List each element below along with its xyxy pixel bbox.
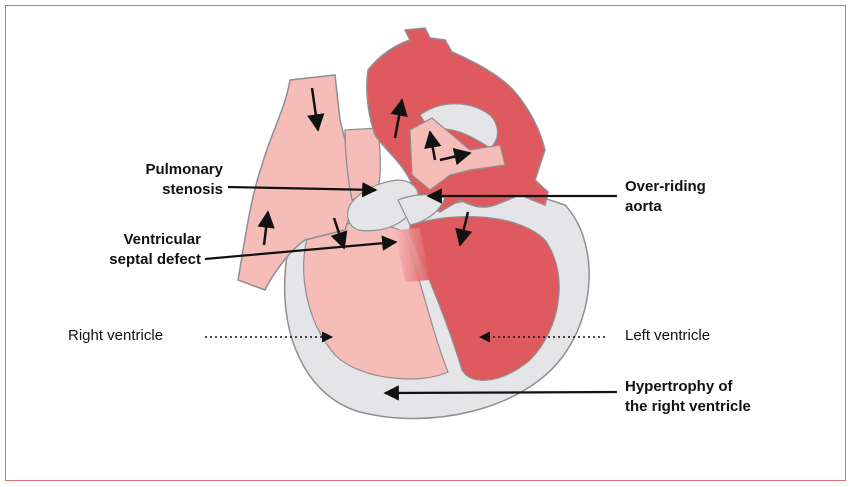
pointer-hypertrophy: [385, 392, 617, 393]
label-line: the right ventricle: [625, 397, 751, 417]
label-ventricular-septal-defect: Ventricular septal defect: [70, 230, 201, 270]
label-line: Right ventricle: [68, 327, 163, 344]
label-line: aorta: [625, 197, 706, 217]
label-hypertrophy-right-ventricle: Hypertrophy of the right ventricle: [625, 377, 751, 417]
label-line: Pulmonary: [88, 160, 223, 180]
label-line: septal defect: [70, 250, 201, 270]
label-line: Over-riding: [625, 177, 706, 197]
label-overriding-aorta: Over-riding aorta: [625, 177, 706, 217]
label-line: Left ventricle: [625, 327, 710, 344]
label-line: stenosis: [88, 180, 223, 200]
label-line: Ventricular: [70, 230, 201, 250]
label-right-ventricle: Right ventricle: [68, 326, 163, 346]
label-line: Hypertrophy of: [625, 377, 751, 397]
label-pulmonary-stenosis: Pulmonary stenosis: [88, 160, 223, 200]
label-left-ventricle: Left ventricle: [625, 326, 710, 346]
